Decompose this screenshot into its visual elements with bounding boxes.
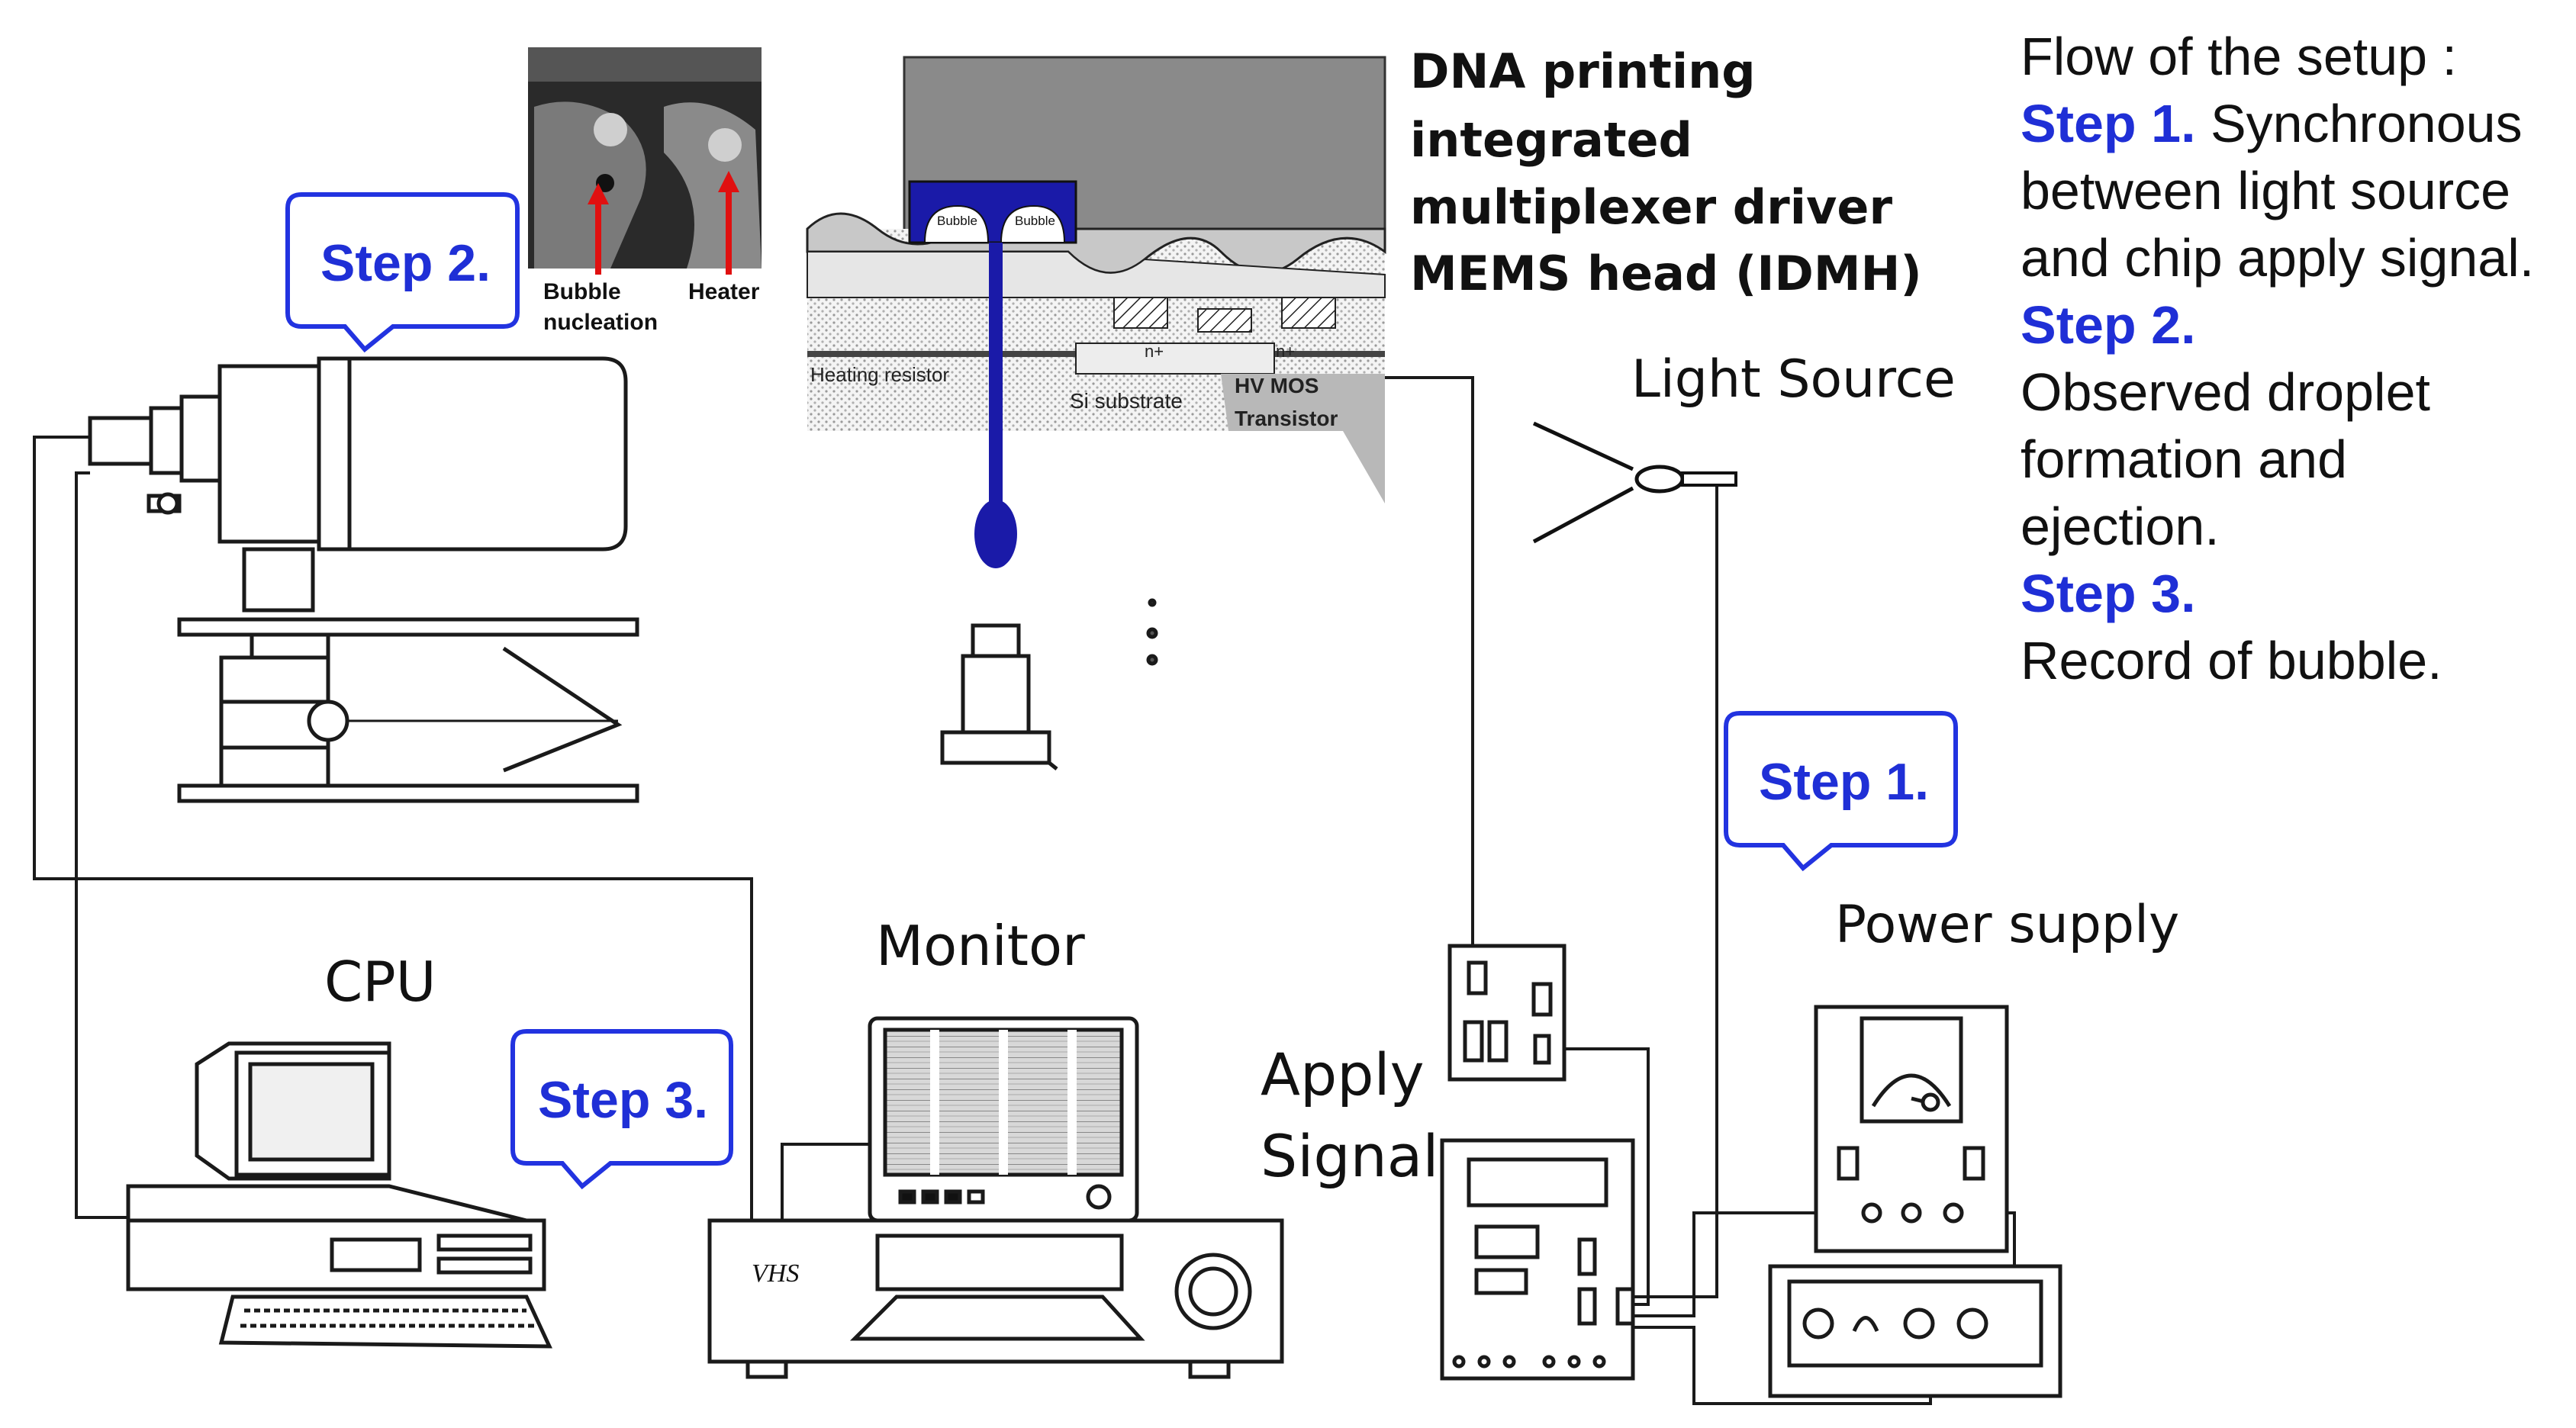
cpu-label: CPU	[324, 950, 436, 1014]
vhs-to-monitor-wire	[781, 1143, 870, 1221]
light-source-label: Light Source	[1631, 349, 1956, 410]
bubble-label-b: Bubble	[1015, 214, 1055, 228]
high-speed-camera	[88, 356, 639, 803]
flow-step-2-line-3: ejection.	[2021, 497, 2220, 556]
flow-step-1-label: Step 1.	[2021, 94, 2196, 153]
sample-holder	[940, 598, 1158, 770]
n-plus-label-2: n+	[1276, 342, 1295, 361]
monitor: Monitor	[868, 914, 1139, 1223]
flow-step-2-line-1: Observed droplet	[2021, 362, 2430, 422]
flow-step-3-line-1: Record of bubble.	[2021, 631, 2442, 690]
idmh-title: DNA printing integrated multiplexer driv…	[1410, 43, 1922, 301]
camera-to-vhs-wire	[33, 436, 753, 1221]
flow-step-2-label: Step 2.	[2021, 295, 2196, 355]
flow-title: Flow of the setup :	[2021, 27, 2457, 86]
light-to-generator-wire	[1625, 481, 1718, 1298]
droplet	[974, 500, 1017, 568]
hv-mos-label-1: HV MOS	[1235, 374, 1319, 397]
wiring	[33, 376, 2016, 1405]
bubble-nucleation-label-1: Bubble	[543, 279, 621, 304]
flow-step-1-line-3: and chip apply signal.	[2021, 228, 2535, 288]
monitor-label: Monitor	[876, 914, 1085, 978]
si-substrate-label: Si substrate	[1070, 389, 1183, 413]
flow-step-1-line-1: Step 1. Synchronous	[2021, 90, 2570, 157]
power-supply: Power supply	[1768, 895, 2179, 1398]
vhs-recorder: VHS	[707, 1218, 1284, 1379]
bubble-label-a: Bubble	[937, 214, 977, 228]
flow-step-1-line-2: between light source	[2021, 161, 2511, 220]
hv-mos-label-2: Transistor	[1235, 407, 1338, 430]
function-generator	[1440, 1138, 1635, 1381]
bubble-photo: Bubble nucleation Heater	[528, 47, 762, 335]
bubble-nucleation-label-2: nucleation	[543, 310, 658, 335]
cpu-to-camera-wire	[75, 471, 128, 1219]
idmh-title-line-3: multiplexer driver	[1410, 179, 1892, 235]
flow-step-1-text-a: Synchronous	[2195, 94, 2523, 153]
step-2-callout-text: Step 2.	[320, 234, 491, 292]
power-supply-label: Power supply	[1835, 895, 2179, 955]
apply-label: Apply	[1261, 1040, 1425, 1108]
heating-resistor-label: Heating resistor	[810, 363, 949, 386]
flow-step-2-line-2: formation and	[2021, 429, 2348, 489]
heater-label: Heater	[688, 279, 760, 304]
head-to-board-wire	[1385, 376, 1474, 950]
signal-label: Signal	[1261, 1122, 1438, 1190]
idmh-title-line-2: integrated	[1410, 112, 1692, 168]
flow-description: Flow of the setup : Step 1. Synchronous …	[2021, 23, 2570, 694]
idmh-title-line-4: MEMS head (IDMH)	[1410, 246, 1922, 301]
step-3-callout-text: Step 3.	[538, 1071, 708, 1129]
step-2-callout: Step 2.	[285, 192, 520, 353]
flow-step-3-label: Step 3.	[2021, 564, 2196, 623]
step-3-callout: Step 3.	[510, 1029, 733, 1190]
signal-board	[1447, 944, 1567, 1082]
vhs-label: VHS	[752, 1259, 799, 1288]
step-1-callout-text: Step 1.	[1759, 753, 1929, 811]
step-1-callout: Step 1.	[1724, 711, 1958, 872]
computer: CPU	[126, 950, 552, 1349]
idmh-title-line-1: DNA printing	[1410, 43, 1756, 99]
light-source: Light Source	[1532, 349, 1956, 544]
n-plus-label-1: n+	[1145, 342, 1164, 361]
idmh-cross-section: Bubble Bubble Heating resistor Si substr…	[806, 56, 1386, 568]
